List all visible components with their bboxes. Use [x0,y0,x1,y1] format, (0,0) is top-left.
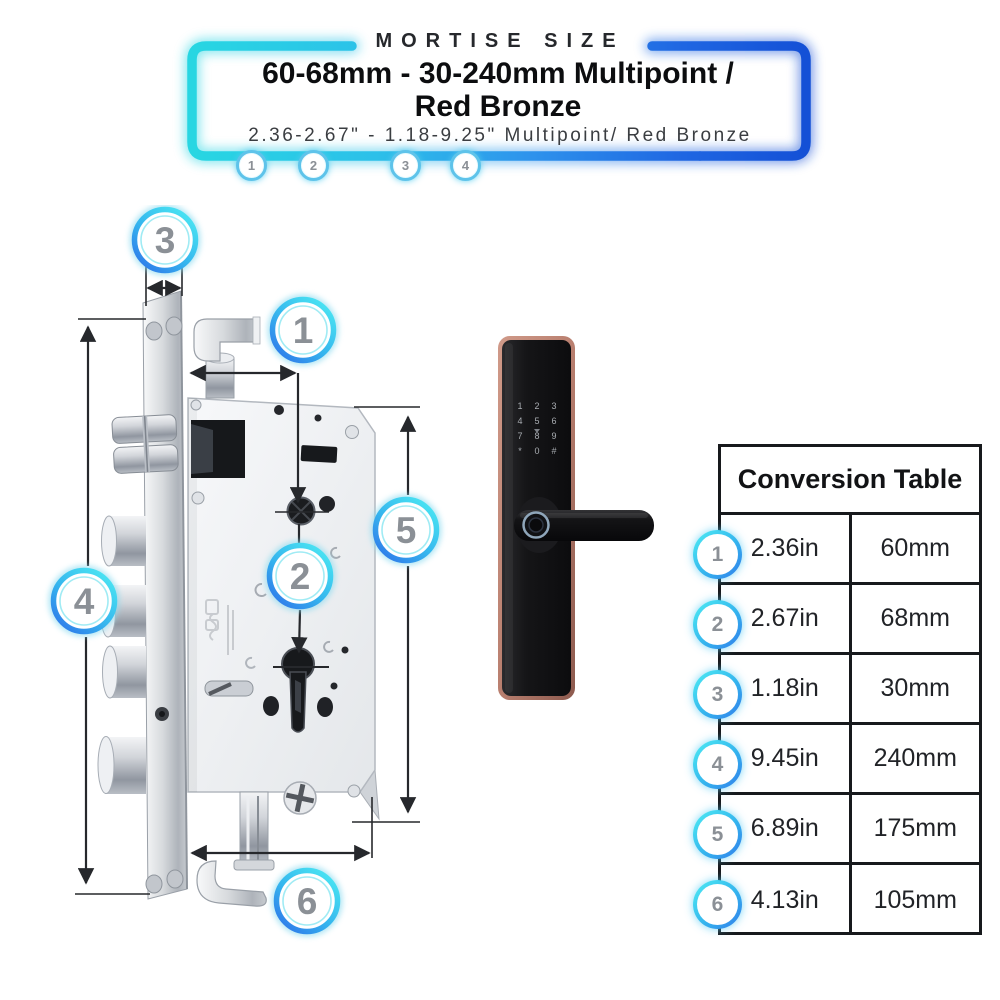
dim-1 [189,364,329,513]
conversion-table: Conversion Table 2.36in 60mm 2.67in 68mm… [718,444,982,935]
header-marker-1: 1 [236,150,267,181]
phillips-screw [283,781,317,815]
key-7: 7 [517,431,522,441]
callout-1: 1 [267,294,339,366]
inches-cell: 1.18in [721,655,852,722]
inches-cell: 6.89in [721,795,852,862]
handle-lever [514,497,654,553]
conversion-table-title: Conversion Table [721,447,979,515]
header-subtitle: 2.36-2.67" - 1.18-9.25" Multipoint/ Red … [248,125,752,146]
faceplate-screw-hole [145,321,163,341]
header-title-line1: 60-68mm - 30-240mm Multipoint / [262,57,734,90]
key-9: 9 [551,431,556,441]
mortise-lock-diagram: 3 1 5 2 [48,205,442,937]
bottom-latch [233,791,275,871]
callout-6: 6 [271,865,343,937]
key-star: * [518,446,522,456]
key-1: 1 [517,401,522,411]
header-kicker: MORTISE SIZE [375,30,625,52]
deadbolt-cylinders [97,515,146,794]
deadbolt-cylinder [97,736,146,794]
header-marker-4: 4 [450,150,481,181]
table-marker-4: 4 [693,740,742,789]
key-8: 8 [534,431,539,441]
faceplate [142,290,188,900]
mm-cell: 68mm [880,604,950,632]
key-3: 3 [551,401,556,411]
table-row: 9.45in 240mm [721,725,979,795]
mm-cell: 240mm [873,744,957,772]
dim-2 [273,524,329,668]
inches-cell: 9.45in [721,725,852,792]
etched-marking [205,599,234,655]
key-hash: # [551,446,556,456]
frame-stroke [187,41,811,161]
double-bolt [111,414,179,474]
mm-cell: 175mm [873,814,957,842]
table-marker-6: 6 [693,880,742,929]
key-4: 4 [517,416,522,426]
dim-5 [352,406,420,823]
callout-2: 2 [264,540,336,612]
mm-cell: 105mm [873,885,957,914]
table-row: 2.36in 60mm [721,515,979,585]
table-row: 2.67in 68mm [721,585,979,655]
mm-cell: 60mm [880,534,950,562]
bottom-hook [196,860,267,907]
faceplate-screw-hole [166,869,184,889]
euro-keyhole [263,647,333,733]
callout-number: 6 [297,881,318,922]
inches-cell: 2.67in [721,585,852,652]
table-marker-1: 1 [693,530,742,579]
callout-number: 4 [74,581,95,622]
mm-cell: 30mm [880,674,950,702]
keypad: 1 2 3 4 5 6 7 8 9 * 0 # [517,401,556,456]
table-marker-2: 2 [693,600,742,649]
dim-4 [75,318,150,895]
key-2: 2 [534,401,539,411]
callout-number: 3 [155,220,176,261]
table-marker-3: 3 [693,670,742,719]
callouts: 3 1 5 2 [48,205,442,937]
header-frame [184,38,814,164]
dimension-lines [75,254,420,895]
callout-number: 2 [290,556,311,597]
key-0: 0 [534,446,539,456]
table-marker-5: 5 [693,810,742,859]
deadbolt-cylinder [101,515,146,567]
table-row: 4.13in 105mm [721,865,979,935]
lock-case [187,397,380,821]
table-row: 6.89in 175mm [721,795,979,865]
key-6: 6 [551,416,556,426]
header-title-line2: Red Bronze [414,90,582,123]
header-title: 60-68mm - 30-240mm Multipoint / Red Bron… [190,57,806,123]
dim-6 [190,797,373,862]
table-row: 1.18in 30mm [721,655,979,725]
inches-cell: 2.36in [721,515,852,582]
faceplate-screw-hole [165,316,183,336]
key-5: 5 [534,416,539,426]
callout-4: 4 [48,565,120,637]
header-marker-2: 2 [298,150,329,181]
hook-bolt [193,316,261,399]
callout-number: 5 [396,510,417,551]
callout-5: 5 [370,494,442,566]
bell-icon [534,429,540,433]
deadbolt-cylinder [102,645,146,699]
callout-number: 1 [293,310,314,351]
header-marker-3: 3 [390,150,421,181]
slot-opening [300,445,338,463]
callout-3: 3 [129,205,201,276]
inches-cell: 4.13in [721,865,852,935]
faceplate-screw-hole [145,874,163,894]
smart-lock-handle: 1 2 3 4 5 6 7 8 9 * 0 # [498,336,654,700]
lever-slot [204,680,254,697]
